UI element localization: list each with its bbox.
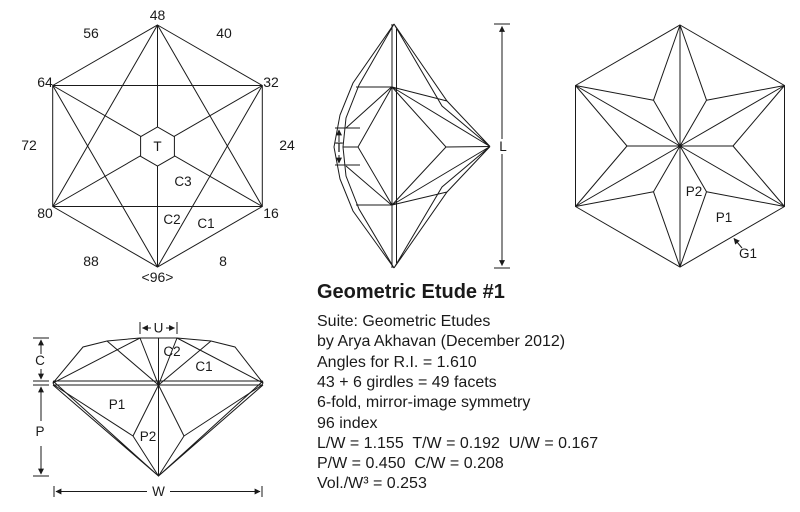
info-refractive-index: Angles for R.I. = 1.610	[317, 354, 477, 371]
profile-pavilion-lines	[391, 23, 491, 269]
c-dimension: C	[33, 337, 49, 382]
c3-facet-label: C3	[174, 174, 191, 189]
index-24: 24	[279, 137, 295, 153]
elevation-p2-facet-label: P2	[140, 429, 157, 444]
elevation-c2-facet-label: C2	[163, 344, 180, 359]
index-40: 40	[216, 25, 232, 41]
profile-view: T L	[333, 23, 510, 269]
t-dimension: T	[335, 127, 360, 166]
pavilion-break-spokes	[627, 99, 733, 193]
g1-facet-label: G1	[739, 246, 757, 261]
index-56: 56	[83, 25, 99, 41]
pavilion-facet-lines	[575, 24, 785, 268]
g1-pointer-arrow	[733, 238, 743, 249]
profile-break-lines	[345, 86, 392, 206]
t-dimension-ticks	[335, 127, 360, 166]
elevation-pavilion-facet-lines	[53, 383, 263, 477]
index-32: 32	[263, 74, 279, 90]
elevation-pavilion-outline	[52, 380, 264, 477]
table-facet-hexagon	[140, 126, 175, 167]
index-64: 64	[37, 74, 53, 90]
elevation-crown-facet-lines	[52, 337, 264, 386]
p-dimension-label: P	[35, 424, 44, 439]
pavilion-p1-facet-label: P1	[716, 210, 733, 225]
design-title: Geometric Etude #1	[317, 281, 505, 303]
info-volume-ratio: Vol./W³ = 0.253	[317, 475, 427, 492]
u-dimension-ticks	[139, 322, 178, 334]
profile-girdle-axis-lines	[391, 24, 397, 268]
info-symmetry: 6-fold, mirror-image symmetry	[317, 394, 530, 411]
crown-c2-facet-label: C2	[163, 212, 180, 227]
profile-left-outline	[333, 23, 395, 269]
l-dimension-label: L	[499, 139, 507, 154]
w-dimension-ticks	[53, 486, 263, 497]
p-dimension: P	[33, 384, 49, 477]
info-suite: Suite: Geometric Etudes	[317, 313, 490, 330]
c-dimension-ticks	[33, 337, 49, 382]
elevation-p1-facet-label: P1	[109, 397, 126, 412]
info-ratios-2: P/W = 0.450 C/W = 0.208	[317, 455, 504, 472]
table-facet-label: T	[153, 139, 161, 154]
profile-rhombus	[343, 86, 491, 206]
c-dimension-label: C	[35, 353, 45, 368]
w-dimension-label: W	[152, 484, 165, 499]
index-16: 16	[263, 205, 279, 221]
pavilion-main-spokes	[575, 25, 785, 267]
index-48: 48	[150, 7, 166, 23]
pavilion-view: P2 P1 G1	[575, 24, 785, 268]
p-dimension-ticks	[33, 384, 49, 477]
info-block: Geometric Etude #1 Suite: Geometric Etud…	[317, 281, 598, 492]
elevation-view: C2 C1 P1 P2 U C P W	[33, 321, 264, 499]
culet-point	[677, 143, 683, 149]
w-dimension: W	[53, 484, 263, 499]
elevation-c1-facet-label: C1	[195, 359, 212, 374]
info-index-gear: 96 index	[317, 415, 378, 432]
index-88: 88	[83, 253, 99, 269]
index-72: 72	[21, 137, 37, 153]
index-80: 80	[37, 205, 53, 221]
info-facet-count: 43 + 6 girdles = 49 facets	[317, 374, 497, 391]
l-dimension-ticks	[494, 23, 510, 269]
info-ratios-1: L/W = 1.155 T/W = 0.192 U/W = 0.167	[317, 435, 598, 452]
info-author: by Arya Akhavan (December 2012)	[317, 333, 565, 350]
pavilion-p2-facet-label: P2	[686, 184, 703, 199]
u-dimension-label: U	[154, 321, 164, 336]
crown-c1-facet-label: C1	[197, 216, 214, 231]
u-dimension: U	[139, 321, 178, 336]
t-dimension-label: T	[335, 140, 343, 155]
index-8: 8	[219, 253, 227, 269]
index-96: <96>	[142, 269, 174, 285]
l-dimension: L	[494, 23, 510, 269]
crown-view: 48 56 40 64 32 72 24 80 16 88 8 <96> T C…	[21, 7, 295, 285]
